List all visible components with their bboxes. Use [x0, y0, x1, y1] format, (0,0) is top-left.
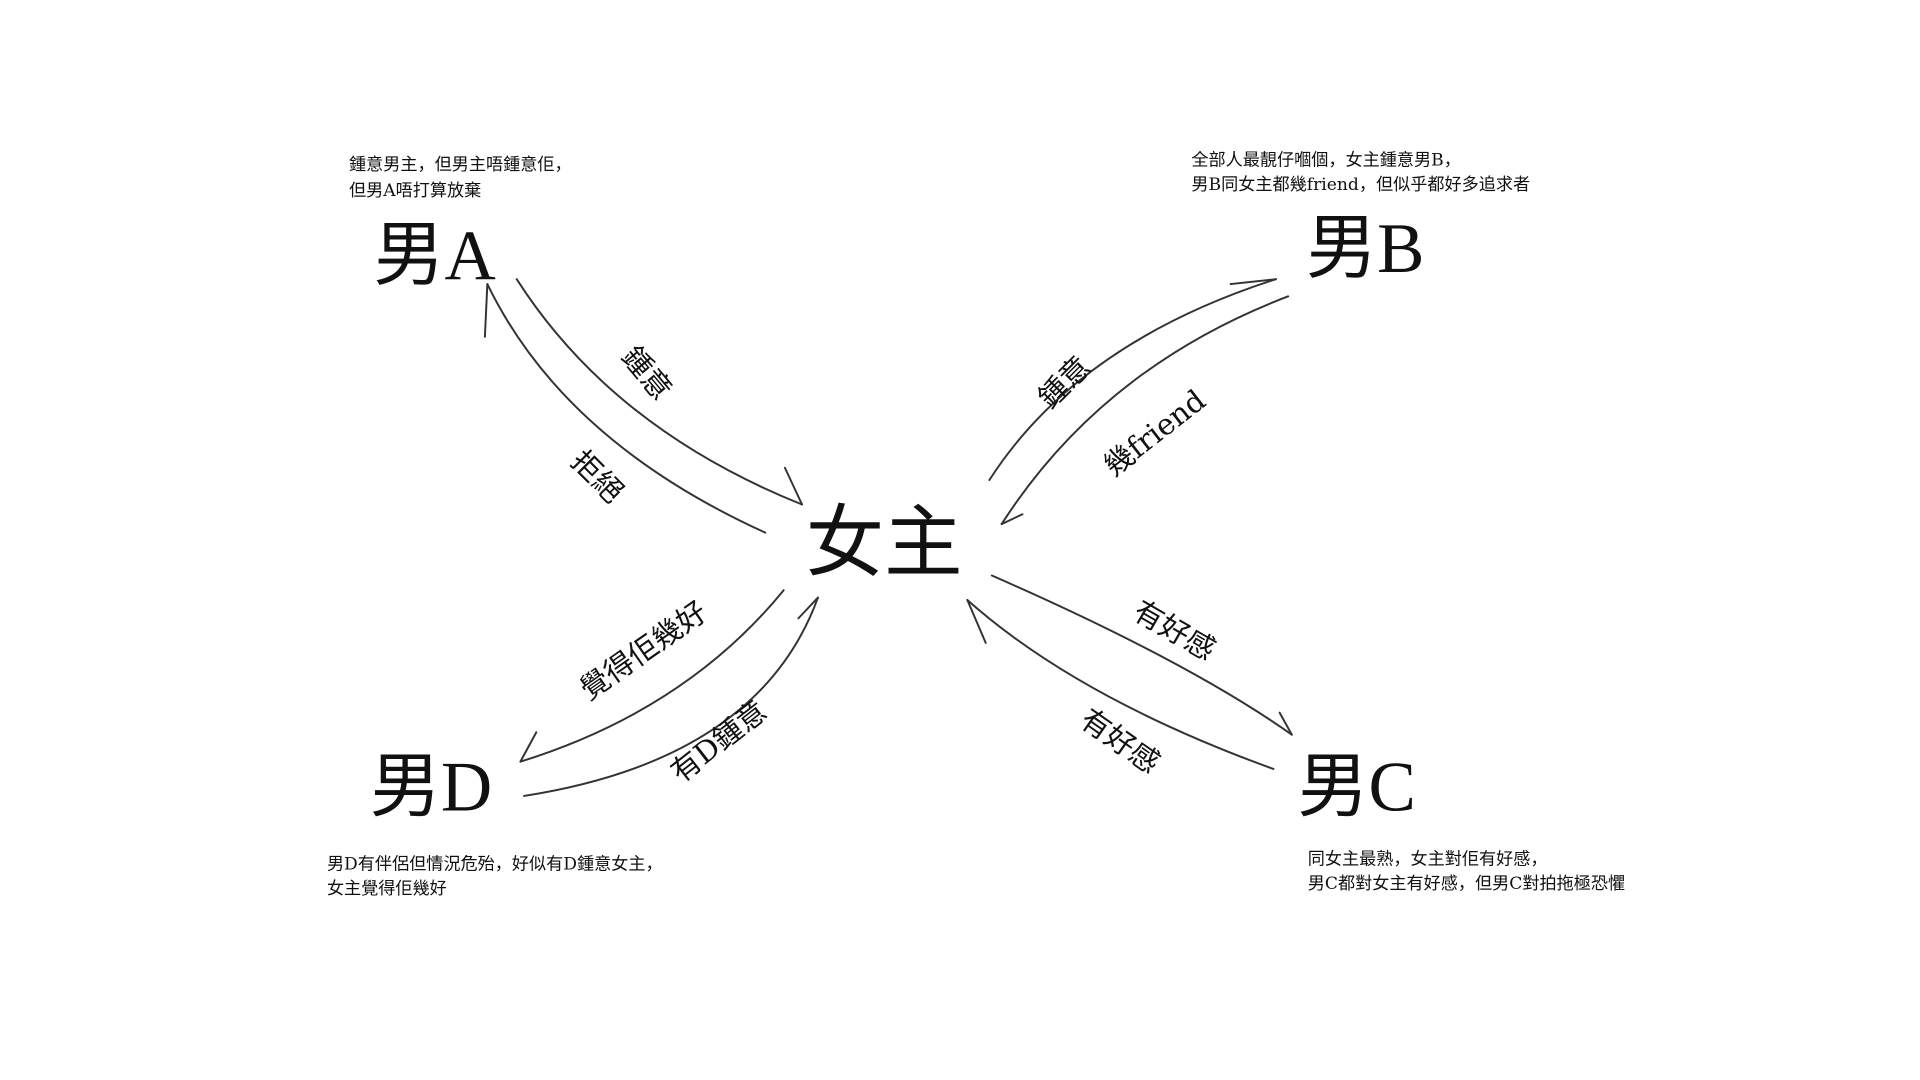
edge-label-center-to-d: 覺得佢幾好	[573, 595, 713, 707]
edge-label-d-to-center: 有D鍾意	[664, 694, 773, 790]
arrow-d-to-center	[523, 596, 819, 797]
description-line: 男B同女主都幾friend，但似乎都好多追求者	[1191, 175, 1530, 195]
description-line: 同女主最熟，女主對佢有好感，	[1308, 848, 1548, 869]
description-line: 男D有伴侶但情況危殆，好似有D鍾意女主，	[327, 854, 663, 874]
description-line: 女主覺得佢幾好	[327, 879, 447, 899]
arrow-b-to-center	[1000, 295, 1290, 526]
description-line: 全部人最靚仔嗰個，女主鍾意男B，	[1191, 150, 1460, 170]
description-line: 但男A唔打算放棄	[349, 181, 481, 201]
description-male-c: 同女主最熟，女主對佢有好感， 男C都對女主有好感，但男C對拍拖極恐懼	[1308, 848, 1625, 893]
edge-label-a-to-center: 鍾意	[615, 340, 679, 407]
edge-label-b-to-center: 幾friend	[1097, 383, 1212, 483]
node-male-b: 男B	[1306, 210, 1424, 288]
arrow-center-to-b	[988, 278, 1277, 481]
description-male-b: 全部人最靚仔嗰個，女主鍾意男B， 男B同女主都幾friend，但似乎都好多追求者	[1191, 150, 1530, 194]
node-male-a: 男A	[374, 217, 496, 295]
node-male-c: 男C	[1298, 749, 1416, 827]
arrow-center-to-a	[483, 283, 767, 534]
edge-label-center-to-b: 鍾意	[1032, 350, 1098, 416]
arrow-center-to-c	[990, 574, 1293, 736]
edge-label-center-to-a: 拒絕	[564, 444, 630, 510]
description-male-a: 鍾意男主，但男主唔鍾意佢， 但男A唔打算放棄	[349, 155, 572, 201]
edge-label-center-to-c: 有好感	[1128, 594, 1221, 668]
description-male-d: 男D有伴侶但情況危殆，好似有D鍾意女主， 女主覺得佢幾好	[327, 854, 663, 898]
node-male-d: 男D	[370, 749, 492, 827]
arrow-c-to-center	[966, 599, 1275, 770]
arrow-center-to-d	[519, 589, 785, 763]
description-line: 鍾意男主，但男主唔鍾意佢，	[349, 155, 572, 175]
arrow-a-to-center	[515, 278, 804, 506]
edge-label-c-to-center: 有好感	[1074, 702, 1166, 780]
node-female-lead: 女主	[806, 499, 963, 586]
description-line: 男C都對女主有好感，但男C對拍拖極恐懼	[1308, 873, 1625, 894]
